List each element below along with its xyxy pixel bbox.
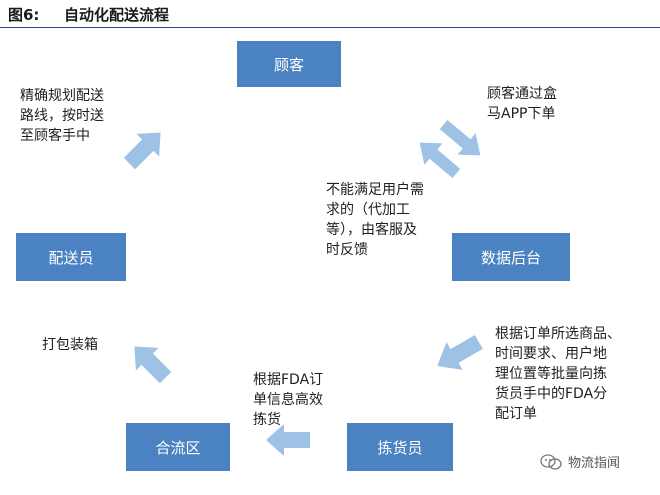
arrow-backend-to-picker	[437, 335, 483, 370]
header-divider	[0, 27, 660, 28]
figure-label: 图6:	[8, 6, 40, 24]
figure-title: 自动化配送流程	[64, 6, 170, 24]
arrow-merge-to-courier	[134, 346, 172, 384]
arrow-courier-to-customer	[123, 132, 161, 170]
arrow-customer-to-backend	[439, 119, 481, 156]
note-assign: 根据订单所选商品、 时间要求、用户地 理位置等批量向拣 货员手中的FDA分 配订…	[495, 326, 621, 422]
arrow-picker-to-merge	[266, 424, 310, 456]
node-merge-area: 合流区	[126, 423, 230, 471]
figure-header: 图6: 自动化配送流程	[0, 0, 660, 28]
note-deliver: 精确规划配送 路线，按时送 至顾客手中	[20, 88, 104, 144]
watermark: 物流指闻	[540, 452, 620, 471]
note-order: 顾客通过盒 马APP下单	[487, 86, 557, 122]
node-customer: 顾客	[237, 41, 341, 87]
wechat-icon	[540, 453, 562, 470]
note-pack: 打包装箱	[42, 337, 98, 353]
arrow-backend-to-customer	[419, 142, 461, 179]
watermark-text: 物流指闻	[568, 456, 621, 471]
note-unmet: 不能满足用户需 求的（代加工 等），由客服及 时反馈	[326, 182, 424, 258]
note-pick: 根据FDA订 单信息高效 拣货	[253, 372, 324, 428]
node-backend: 数据后台	[452, 233, 570, 281]
node-picker: 拣货员	[347, 423, 453, 471]
node-courier: 配送员	[16, 233, 126, 281]
